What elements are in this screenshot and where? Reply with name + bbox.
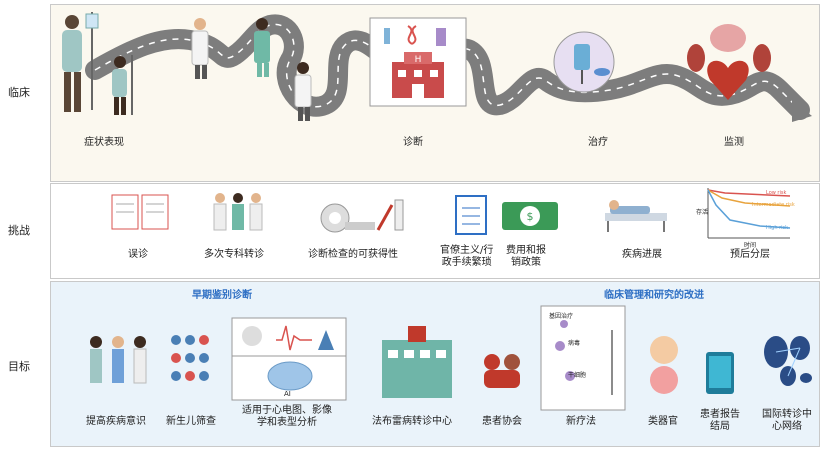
therapy-label-stem: 干细胞 bbox=[568, 372, 587, 379]
clipboard-icon bbox=[455, 195, 487, 235]
row-label-goal: 目标 bbox=[8, 360, 30, 373]
caption-symptoms: 症状表现 bbox=[84, 137, 124, 148]
newborn-screening-icon bbox=[171, 335, 209, 381]
caption-treatment: 治疗 bbox=[588, 137, 608, 148]
awareness-people-icon bbox=[90, 336, 147, 384]
tablet-icon bbox=[706, 352, 734, 394]
ai-label: AI bbox=[284, 390, 291, 398]
referral-center-building-icon bbox=[382, 326, 452, 398]
survival-xlabel: 时间 bbox=[744, 242, 757, 249]
legend-low-risk: Low risk bbox=[766, 190, 787, 196]
caption-organoid: 类器官 bbox=[648, 416, 678, 427]
svg-text:H: H bbox=[415, 55, 422, 65]
caption-test-access: 诊断检查的可获得性 bbox=[308, 249, 398, 260]
caption-reporting: 患者报告 结局 bbox=[700, 409, 740, 432]
money-icon: $ bbox=[502, 202, 558, 230]
organs-icon bbox=[687, 24, 771, 100]
caption-bureaucracy: 官僚主义/行 政手续繁琐 bbox=[440, 245, 494, 268]
survival-ylabel: 存活 bbox=[696, 209, 709, 216]
caption-therapy: 新疗法 bbox=[566, 416, 596, 427]
doctor-figures-icon bbox=[191, 18, 312, 121]
ai-box-icon bbox=[231, 317, 347, 401]
caption-reimbursement: 费用和报 销政策 bbox=[506, 245, 546, 268]
caption-centers: 法布雷病转诊中心 bbox=[372, 416, 452, 427]
caption-monitoring: 监测 bbox=[724, 137, 744, 148]
row-label-challenge: 挑战 bbox=[8, 224, 30, 237]
legend-intermediate-risk: Intermediate risk bbox=[752, 202, 795, 208]
diagnostic-equipment-icon bbox=[320, 199, 404, 233]
organoid-icon bbox=[650, 336, 678, 394]
caption-prognosis: 预后分层 bbox=[730, 249, 770, 260]
survival-curve-chart bbox=[707, 188, 791, 239]
caption-network: 国际转诊中 心网络 bbox=[762, 409, 812, 432]
section-management-research: 临床管理和研究的改进 bbox=[604, 290, 704, 301]
misdiagnosis-documents-icon bbox=[111, 194, 169, 230]
world-network-icon bbox=[764, 336, 812, 386]
svg-text:$: $ bbox=[527, 210, 534, 223]
caption-ai: 适用于心电图、影像 学和表型分析 bbox=[242, 405, 332, 428]
section-early-diagnosis: 早期鉴别诊断 bbox=[192, 290, 252, 301]
caption-diagnosis: 诊断 bbox=[403, 137, 423, 148]
diagnosis-hospital-icon: H bbox=[369, 17, 467, 107]
challenge-band bbox=[50, 183, 820, 279]
caption-referrals: 多次专科转诊 bbox=[204, 249, 264, 260]
new-therapy-box-icon bbox=[540, 305, 626, 411]
therapy-label-virus: 病毒 bbox=[568, 340, 581, 347]
legend-high-risk: High risk bbox=[766, 225, 789, 231]
caption-misdiagnosis: 误诊 bbox=[128, 249, 148, 260]
treatment-infusion-icon bbox=[553, 31, 615, 93]
hospital-bed-icon bbox=[605, 200, 667, 232]
caption-progression: 疾病进展 bbox=[622, 249, 662, 260]
row-label-clinical: 临床 bbox=[8, 86, 30, 99]
patient-figures-icon bbox=[62, 12, 133, 115]
caption-associations: 患者协会 bbox=[482, 416, 522, 427]
therapy-label-gene: 基因治疗 bbox=[549, 313, 574, 320]
specialists-icon bbox=[213, 193, 263, 231]
caption-awareness: 提高疾病意识 bbox=[86, 416, 146, 427]
caption-newborn: 新生儿筛查 bbox=[166, 416, 216, 427]
patient-association-icon bbox=[484, 354, 520, 388]
